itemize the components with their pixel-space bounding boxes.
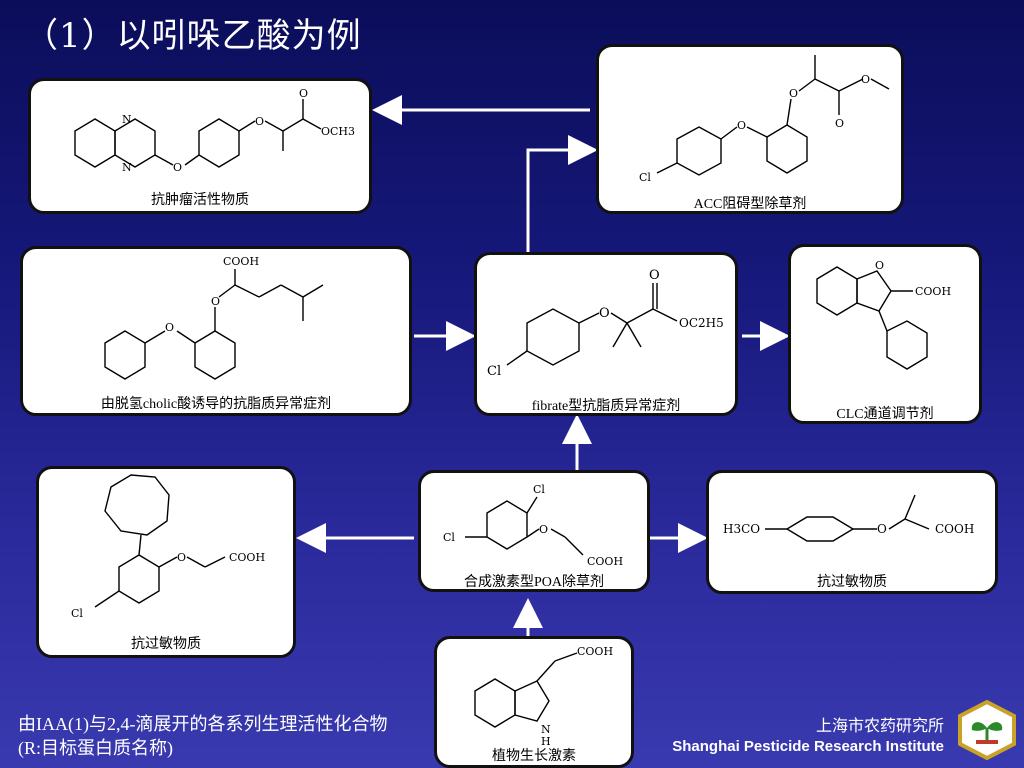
acc-structure: Cl O O O O [639, 55, 890, 184]
card-antitumor-label: 抗肿瘤活性物质 [151, 193, 249, 208]
atom-n2: N [122, 161, 132, 174]
atom-h: H [541, 735, 551, 748]
card-poa: Cl Cl O COOH 合成激素型POA除草剂 [418, 470, 650, 592]
indole-structure: N H COOH [474, 645, 613, 748]
institute-name-cn: 上海市农药研究所 [815, 718, 944, 735]
footer-note-line2: (R:目标蛋白质名称) [18, 738, 173, 758]
atom-cooh: COOH [229, 551, 265, 564]
cholic-structure: O O COOH [104, 255, 324, 380]
atom-cl1: Cl [533, 483, 545, 496]
atom-n: N [541, 723, 551, 736]
cycloheptyl-structure: Cl O COOH [71, 474, 265, 620]
poa-structure: Cl Cl O COOH [443, 483, 623, 568]
atom-o4: O [861, 73, 870, 86]
card-antitumor: N N O O O OCH3 抗肿瘤活性物质 [28, 78, 372, 214]
atom-o2: O [649, 268, 660, 283]
methoxyphenoxy-structure: H3CO O COOH [723, 494, 974, 542]
card-clc: O COOH CLC通道调节剂 [788, 244, 982, 424]
card-antiallergy-left: Cl O COOH 抗过敏物质 [36, 466, 296, 658]
atom-n1: N [122, 113, 132, 126]
atom-o3: O [835, 117, 844, 130]
atom-o2: O [211, 295, 220, 308]
atom-o1: O [737, 119, 746, 132]
atom-o: O [877, 522, 887, 536]
card-antiallergy-right-label: 抗过敏物质 [817, 575, 887, 590]
card-antiallergy-left-label: 抗过敏物质 [131, 637, 201, 652]
atom-cooh: COOH [577, 645, 613, 658]
institute-block: 上海市农药研究所 Shanghai Pesticide Research Ins… [672, 712, 944, 755]
card-acc-label: ACC阻碍型除草剂 [693, 197, 807, 212]
atom-oc2h5: OC2H5 [679, 316, 724, 330]
card-cholic-label: 由脱氢cholic酸诱导的抗脂质异常症剂 [100, 397, 332, 412]
atom-cl2: Cl [443, 531, 455, 544]
card-cholic: O O COOH 由脱氢cholic酸诱导的抗脂质异常症剂 [20, 246, 412, 416]
footer-note: 由IAA(1)与2,4-滴展开的各系列生理活性化合物 (R:目标蛋白质名称) [18, 712, 387, 760]
card-antiallergy-right: H3CO O COOH 抗过敏物质 [706, 470, 998, 594]
slide-title: （1）以吲哚乙酸为例 [24, 16, 362, 56]
atom-cl: Cl [487, 364, 501, 379]
atom-cl: Cl [639, 171, 651, 184]
atom-cooh: COOH [223, 255, 259, 268]
atom-o1: O [173, 161, 182, 174]
atom-o2: O [255, 115, 264, 128]
fibrate-structure: Cl O O OC2H5 [487, 268, 724, 379]
institute-name-en: Shanghai Pesticide Research Institute [672, 738, 944, 755]
atom-cooh: COOH [935, 522, 974, 536]
card-clc-label: CLC通道调节剂 [836, 407, 934, 422]
atom-o2: O [789, 87, 798, 100]
quinoxaline-structure: N N O O O OCH3 [74, 87, 355, 174]
institute-logo-icon [958, 700, 1016, 760]
benzofuran-structure: O COOH [816, 259, 951, 370]
card-growth: N H COOH 植物生长激素 [434, 636, 634, 768]
atom-o1: O [599, 306, 610, 321]
atom-o: O [875, 259, 884, 272]
arrow-fibrate-to-acc [526, 135, 598, 252]
atom-och3: OCH3 [321, 125, 355, 138]
atom-cl: Cl [71, 607, 83, 620]
atom-cooh: COOH [915, 285, 951, 298]
card-acc: Cl O O O O ACC阻碍型除草剂 [596, 44, 904, 214]
atom-o1: O [165, 321, 174, 334]
card-fibrate: Cl O O OC2H5 fibrate型抗脂质异常症剂 [474, 252, 738, 416]
card-fibrate-label: fibrate型抗脂质异常症剂 [531, 399, 681, 414]
atom-o: O [177, 551, 186, 564]
atom-o3: O [299, 87, 308, 100]
atom-o: O [539, 523, 548, 536]
atom-cooh: COOH [587, 555, 623, 568]
atom-h3co: H3CO [723, 522, 760, 536]
card-poa-label: 合成激素型POA除草剂 [463, 575, 604, 590]
card-growth-label: 植物生长激素 [492, 749, 576, 764]
footer-note-line1: 由IAA(1)与2,4-滴展开的各系列生理活性化合物 [18, 714, 388, 734]
